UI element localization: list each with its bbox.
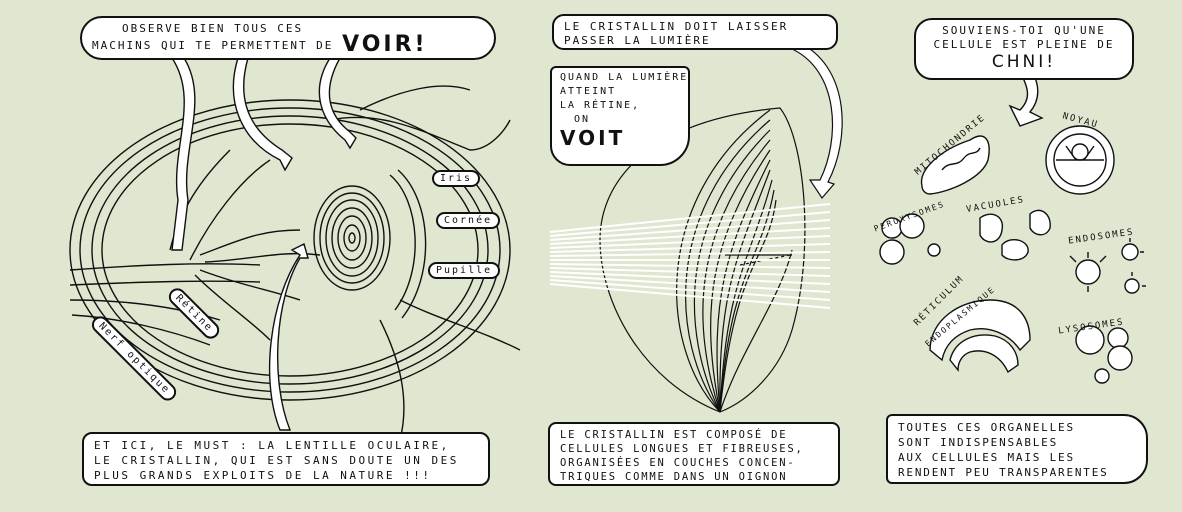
lens-must-pass-light-bubble: Le cristallin doit laisser passer la lum… [552,14,838,50]
endosomes-shape [1069,238,1146,294]
organelles-summary-line-1: Toutes ces organelles [898,421,1075,434]
panel-eye: Observe bien tous ces machins qui te per… [0,0,540,512]
lens-intro-line-1: Et ici, le must : la lentille oculaire, [94,439,450,452]
remember-cell-line-2: cellule est pleine de [933,38,1115,51]
organelles-summary-line-2: sont indispensables [898,436,1059,449]
observe-speech-bubble: Observe bien tous ces machins qui te per… [80,16,496,60]
eye-diagram-illustration [69,57,521,441]
voit-emphasis: Voit [560,126,626,150]
peroxysomes-shape [879,213,941,265]
light-reaches-line-2: atteint [560,86,617,97]
noyau-shape [1045,125,1115,195]
light-reaches-line-3: la rétine, [560,100,641,111]
light-reaches-line-4: on [574,114,591,125]
lens-structure-line-2: cellules longues et fibreuses, [560,443,804,455]
lens-intro-speech-bubble: Et ici, le must : la lentille oculaire, … [82,432,490,486]
lens-structure-line-4: triques comme dans un oignon [560,471,788,483]
reticulum-shape [929,299,1031,374]
remember-cell-bubble: Souviens-toi qu'une cellule est pleine d… [914,18,1134,80]
lens-structure-line-3: organisées en couches concen- [560,457,796,469]
lens-rings [313,185,391,291]
organelles-summary-line-4: rendent peu transparentes [898,466,1109,479]
cell-organelles-illustration [879,71,1146,384]
light-reaches-retina-bubble: Quand la lumière atteint la rétine, on V… [550,66,690,166]
organelles-summary-line-3: aux cellules mais les [898,451,1075,464]
lysosomes-shape [1075,325,1133,384]
lens-cross-section-illustration [549,43,843,413]
lens-intro-line-3: plus grands exploits de la nature !!! [94,469,432,482]
label-pupille: Pupille [428,262,501,279]
lens-intro-line-2: le cristallin, qui est sans doute un des [94,454,459,467]
remember-cell-line-1: Souviens-toi qu'une [942,24,1106,37]
mitochondrie-shape [920,135,990,195]
label-cornee: Cornée [436,212,501,229]
organelles-summary-bubble: Toutes ces organelles sont indispensable… [886,414,1148,484]
lens-structure-line-1: Le cristallin est composé de [560,429,788,441]
panel-lens: Le cristallin doit laisser passer la lum… [540,0,870,512]
lens-must-pass-line-1: Le cristallin doit laisser [564,20,789,33]
panel-cell: Souviens-toi qu'une cellule est pleine d… [870,0,1182,512]
light-reaches-line-1: Quand la lumière [560,72,689,83]
label-iris: Iris [432,170,481,187]
voir-emphasis: Voir! [342,32,428,57]
observe-line-1: Observe bien tous ces [122,22,304,35]
vacuoles-shape [979,209,1051,261]
lens-structure-bubble: Le cristallin est composé de cellules lo… [548,422,840,486]
chni-emphasis: Chni! [991,52,1057,72]
lens-must-pass-line-2: passer la lumière [564,34,711,47]
observe-line-2: machins qui te permettent de Voir! [92,32,428,57]
